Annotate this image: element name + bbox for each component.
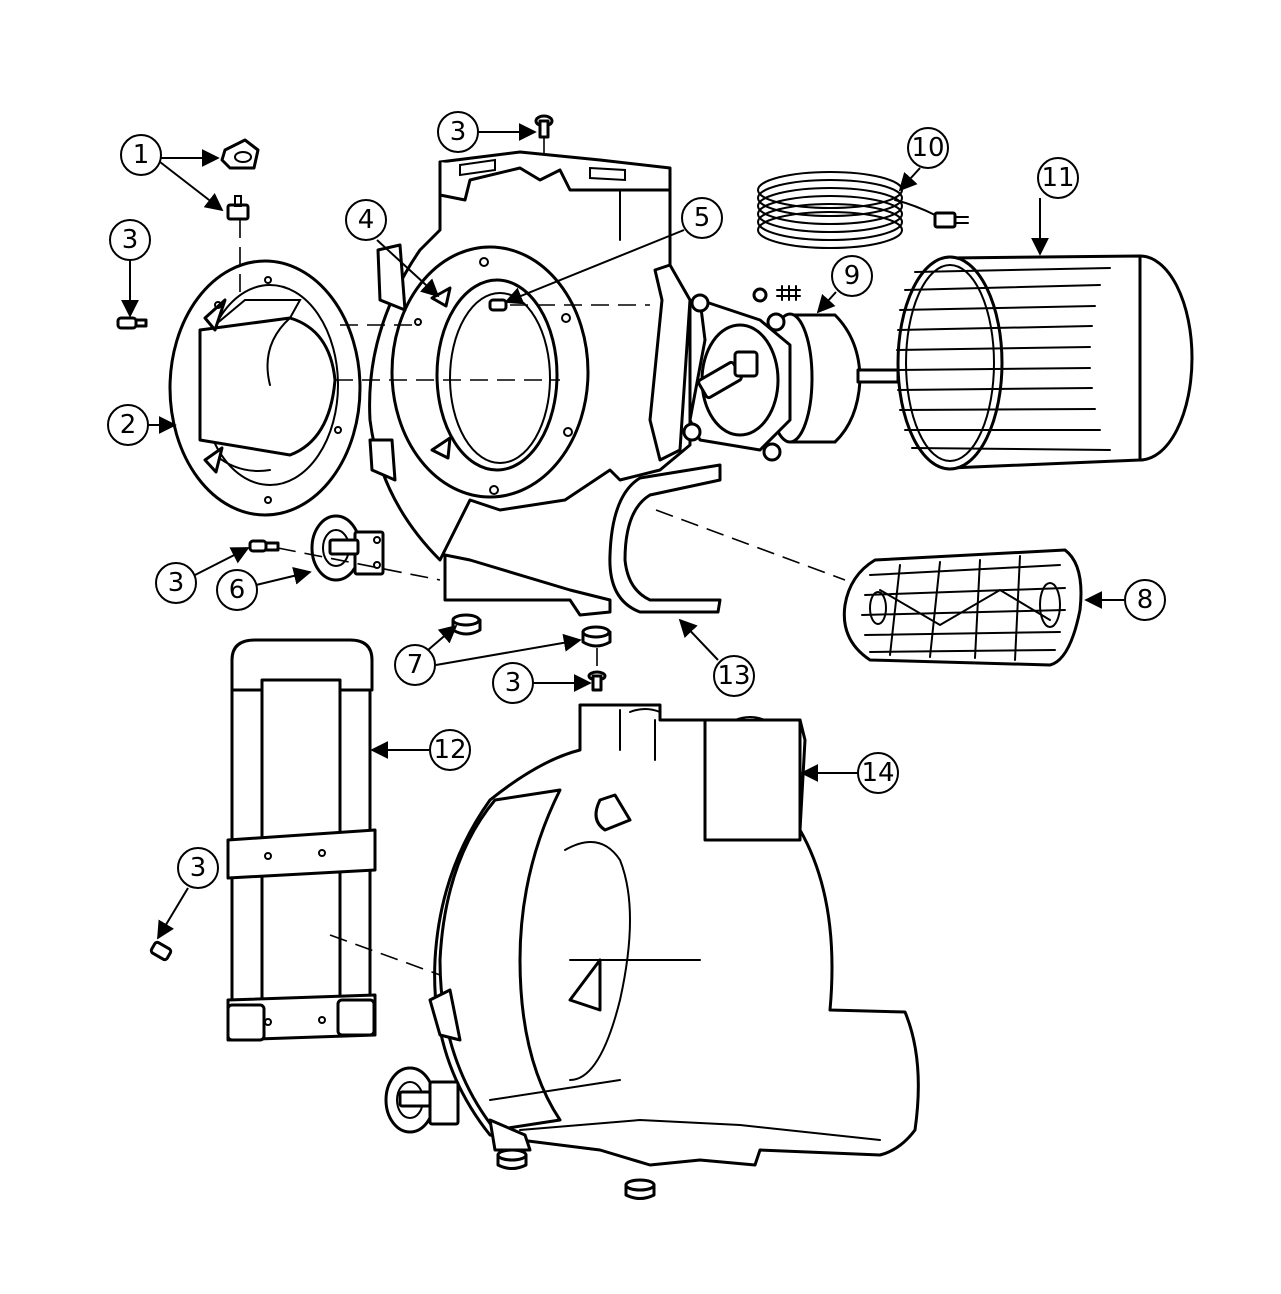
callout-3-top-label: 3 [450, 117, 467, 147]
callout-5: 5 [681, 197, 723, 239]
callout-11-label: 11 [1041, 163, 1074, 193]
callout-8: 8 [1124, 579, 1166, 621]
callout-leaders [121, 123, 1124, 940]
callout-10-label: 10 [911, 133, 944, 163]
base-frame-part [443, 463, 722, 617]
callout-4-label: 4 [358, 205, 375, 235]
callout-2: 2 [107, 404, 149, 446]
callout-1: 1 [120, 134, 162, 176]
front-plate-part [168, 259, 362, 517]
handle-part [226, 638, 377, 1042]
callout-11: 11 [1037, 157, 1079, 199]
rubber-feet-part [451, 613, 612, 648]
callout-9-label: 9 [844, 261, 861, 291]
callout-8-label: 8 [1137, 585, 1154, 615]
screws-part [116, 114, 607, 962]
callout-5-label: 5 [694, 203, 711, 233]
callout-4: 4 [345, 199, 387, 241]
callout-1-label: 1 [133, 140, 150, 170]
callout-6: 6 [216, 569, 258, 611]
callout-7-label: 7 [407, 650, 424, 680]
intake-grille-part [842, 548, 1083, 667]
callout-3-handle-label: 3 [190, 853, 207, 883]
callout-14-label: 14 [861, 758, 894, 788]
power-cord-part [757, 171, 969, 249]
callout-12-label: 12 [433, 735, 466, 765]
callout-6-label: 6 [229, 575, 246, 605]
assembly-lines [239, 137, 846, 976]
callout-3-wheel-label: 3 [168, 568, 185, 598]
callout-7: 7 [394, 644, 436, 686]
callout-3-base: 3 [492, 662, 534, 704]
callout-13: 13 [713, 655, 755, 697]
callout-3-left: 3 [109, 219, 151, 261]
motor-part [682, 285, 900, 462]
callout-14: 14 [857, 752, 899, 794]
rear-housing-part [384, 703, 920, 1200]
callout-13-label: 13 [717, 661, 750, 691]
main-housing-part [368, 150, 692, 562]
wheel-part [310, 514, 385, 582]
callout-3-base-label: 3 [505, 668, 522, 698]
callout-3-top: 3 [437, 111, 479, 153]
callout-3-handle: 3 [177, 847, 219, 889]
callout-2-label: 2 [120, 410, 137, 440]
callout-3-left-label: 3 [122, 225, 139, 255]
callout-9: 9 [831, 255, 873, 297]
switch-part [220, 138, 260, 221]
callout-10: 10 [907, 127, 949, 169]
callout-12: 12 [429, 729, 471, 771]
callout-3-wheel: 3 [155, 562, 197, 604]
blower-wheel-part [896, 254, 1194, 471]
